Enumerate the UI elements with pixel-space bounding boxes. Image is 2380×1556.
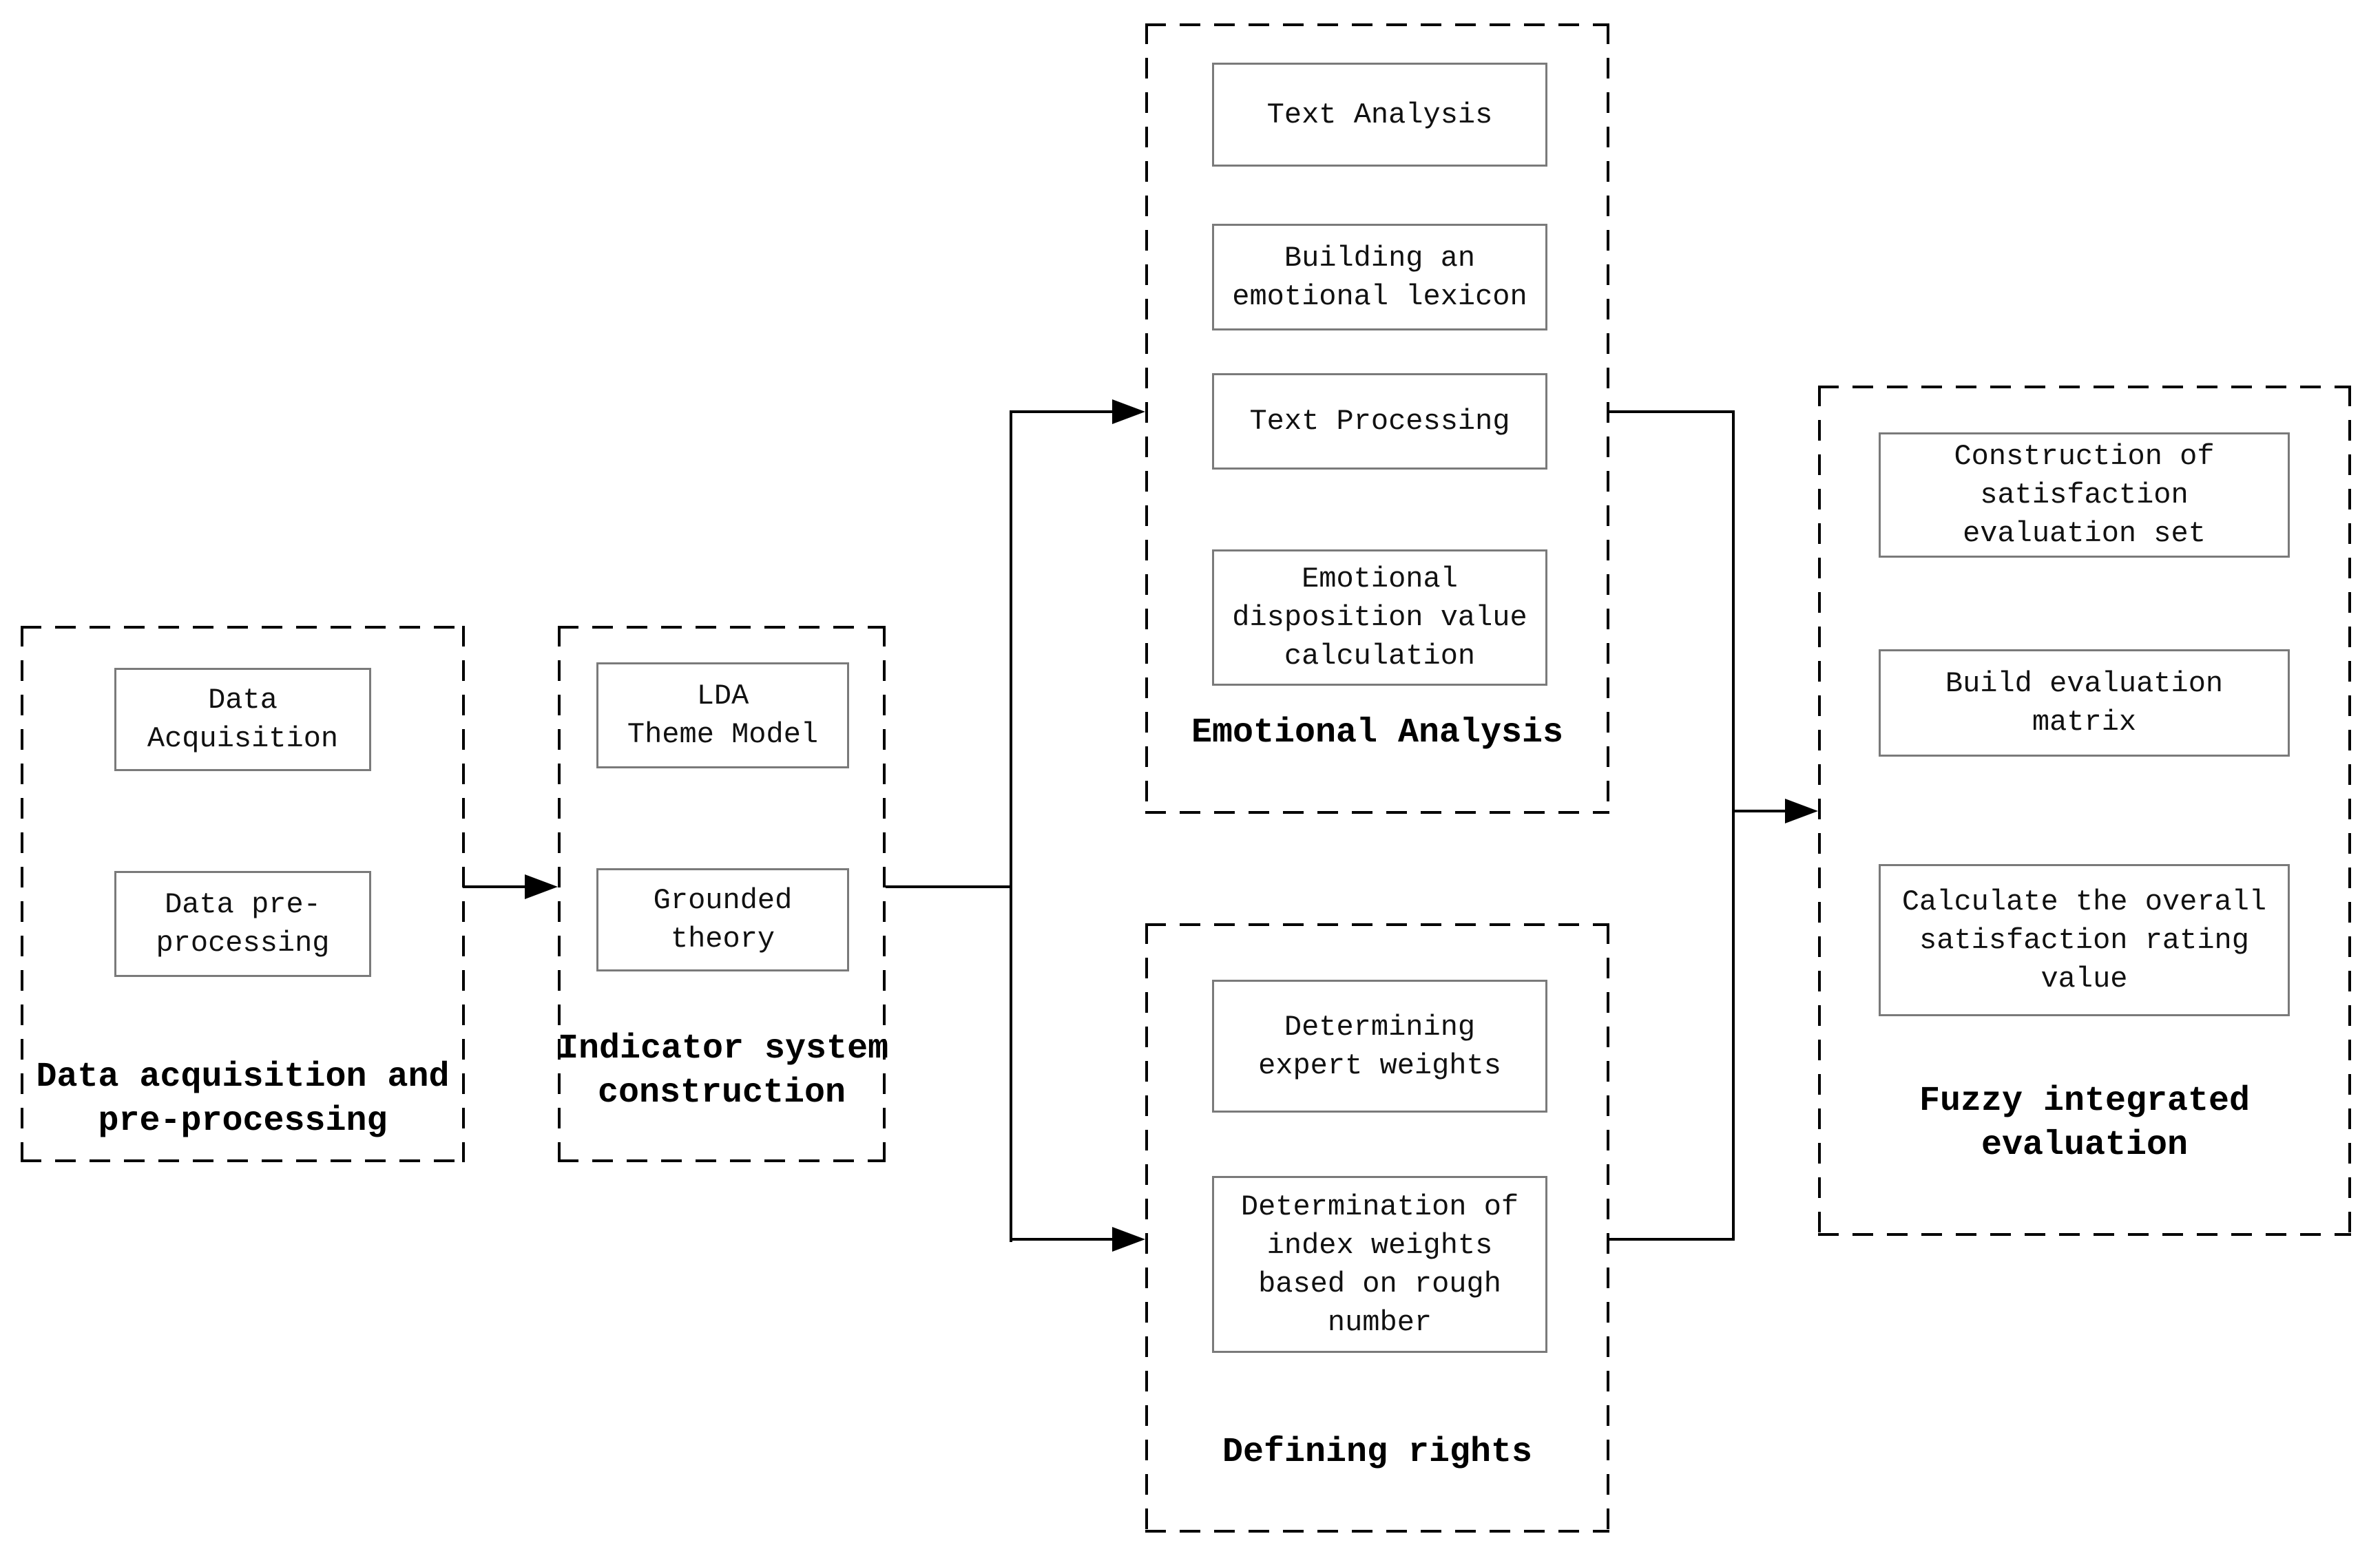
arrowhead-into-indicator-system (525, 874, 558, 899)
label-data-acquisition-group: Data acquisition and pre-processing (36, 1058, 450, 1141)
connector-emotional-analysis-out (1609, 410, 1735, 413)
connector-to-emotional-analysis (1011, 410, 1112, 413)
label-defining-rights-group: Defining rights (1222, 1433, 1533, 1472)
node-overall-satisfaction-value: Calculate the overall satisfaction ratin… (1879, 864, 2290, 1016)
connector-to-fuzzy-evaluation (1732, 810, 1785, 812)
node-data-acquisition: Data Acquisition (114, 668, 371, 771)
label-indicator-system-group: Indicator system construction (558, 1029, 889, 1113)
node-data-pre-processing: Data pre- processing (114, 871, 371, 977)
connector-merge-vertical (1732, 410, 1735, 1241)
arrowhead-into-defining-rights (1112, 1227, 1145, 1252)
node-lda-theme-model: LDA Theme Model (596, 662, 849, 768)
node-emotional-disposition: Emotional disposition value calculation (1212, 549, 1547, 686)
node-index-weights-rough-number: Determination of index weights based on … (1212, 1176, 1547, 1353)
connector-to-defining-rights (1011, 1238, 1112, 1241)
label-fuzzy-evaluation-group: Fuzzy integrated evaluation (1919, 1082, 2251, 1165)
node-emotional-lexicon: Building an emotional lexicon (1212, 224, 1547, 330)
node-text-processing: Text Processing (1212, 373, 1547, 470)
arrowhead-into-emotional-analysis (1112, 399, 1145, 424)
label-emotional-analysis-group: Emotional Analysis (1191, 713, 1564, 753)
node-grounded-theory: Grounded theory (596, 868, 849, 971)
node-expert-weights: Determining expert weights (1212, 980, 1547, 1113)
connector-group1-to-group2 (463, 885, 526, 888)
node-evaluation-matrix: Build evaluation matrix (1879, 649, 2290, 757)
node-satisfaction-evaluation-set: Construction of satisfaction evaluation … (1879, 432, 2290, 558)
connector-defining-rights-out (1609, 1238, 1735, 1241)
node-text-analysis: Text Analysis (1212, 63, 1547, 167)
connector-group2-out (886, 885, 1012, 888)
arrowhead-into-fuzzy-evaluation (1785, 799, 1818, 823)
connector-split-vertical (1010, 410, 1012, 1242)
